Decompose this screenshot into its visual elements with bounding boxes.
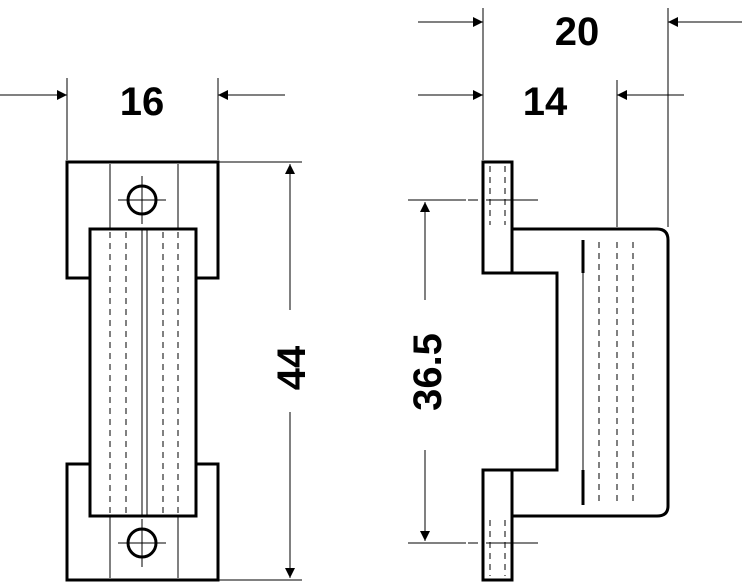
dim-20-label: 20 — [555, 10, 600, 54]
front-top-plate — [65, 160, 220, 280]
side-view: 20 14 36.5 — [406, 8, 742, 582]
side-bottom-plate — [481, 468, 514, 582]
side-body-outline — [512, 227, 670, 518]
dim-44-label: 44 — [270, 345, 314, 390]
front-top-hole — [118, 176, 166, 224]
front-bottom-hole — [118, 519, 166, 567]
front-bottom-plate — [65, 462, 220, 582]
dim-36-5-label: 36.5 — [406, 333, 450, 411]
dim-16-label: 16 — [120, 80, 165, 124]
front-body — [88, 227, 198, 518]
dimension-16: 16 — [0, 78, 285, 160]
dimension-44: 44 — [218, 161, 314, 581]
front-view: 16 44 — [0, 78, 314, 582]
dimension-14: 14 — [418, 80, 684, 227]
dim-14-label: 14 — [523, 80, 568, 124]
side-top-plate — [481, 160, 514, 275]
dimension-36-5: 36.5 — [406, 199, 466, 544]
dimension-20: 20 — [418, 8, 742, 227]
